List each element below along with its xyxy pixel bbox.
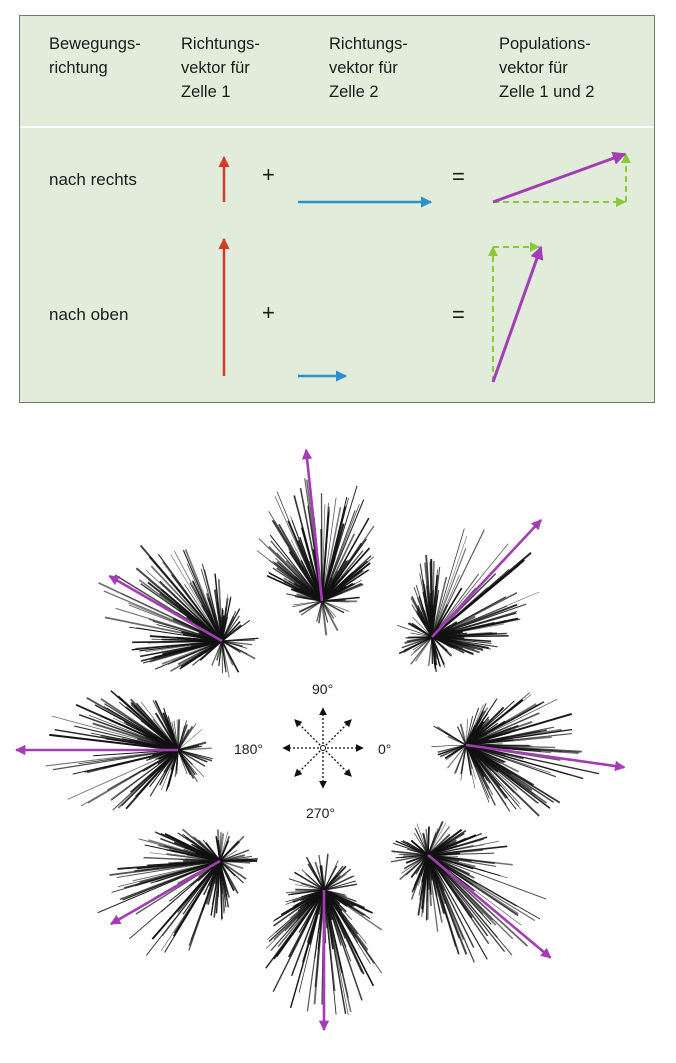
population-vector-arrow	[111, 861, 220, 924]
compass-label-90: 90°	[312, 681, 333, 697]
neuron-fan	[266, 854, 382, 1030]
compass-direction-arrow	[295, 748, 323, 776]
population-vector-arrow	[493, 154, 625, 202]
population-vector-arrow	[432, 520, 541, 637]
compass-direction-arrow	[295, 720, 323, 748]
neuron-population-diagram: 90° 0° 180° 270°	[0, 405, 676, 1058]
neuron-fan	[257, 450, 374, 636]
population-vector-arrow	[428, 855, 551, 958]
neuron-fan	[99, 546, 259, 678]
compass-center-dot	[321, 746, 326, 751]
neuron-fan	[391, 821, 551, 962]
compass-direction-arrow	[323, 720, 351, 748]
table-vectors	[20, 16, 656, 404]
neuron-fan	[397, 520, 541, 672]
population-vector-table: Bewegungs- richtung Richtungs- vektor fü…	[19, 15, 655, 403]
neuron-fan	[16, 691, 213, 810]
direction-compass	[283, 708, 363, 788]
compass-direction-arrow	[323, 748, 351, 776]
population-fans	[0, 405, 676, 1058]
neuron-fan	[431, 693, 624, 816]
population-vector-arrow	[493, 247, 541, 382]
compass-label-270: 270°	[306, 805, 335, 821]
compass-label-0: 0°	[378, 741, 391, 757]
compass-label-180: 180°	[234, 741, 263, 757]
neuron-fan	[98, 829, 258, 955]
